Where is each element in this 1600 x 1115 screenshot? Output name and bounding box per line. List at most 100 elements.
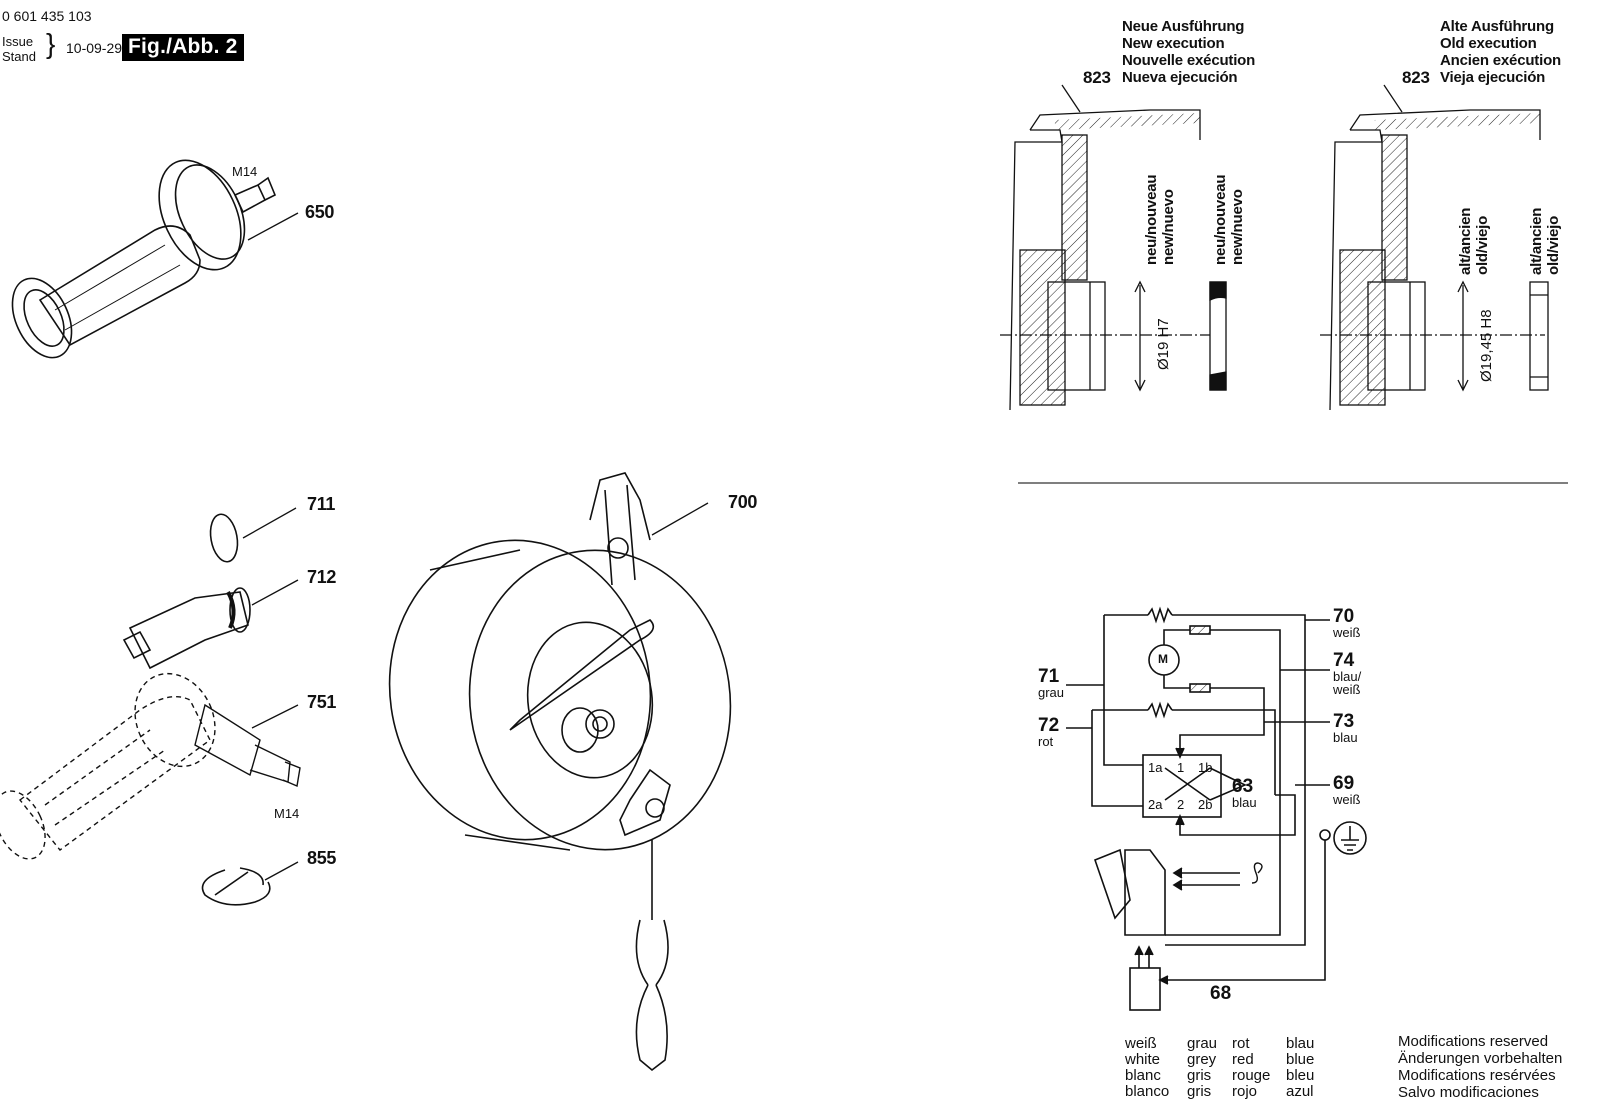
figure-label: Fig./Abb. 2 xyxy=(122,34,244,61)
wire-70-number: 70 xyxy=(1333,606,1355,627)
wire-63-number: 63 xyxy=(1232,776,1254,797)
modifications-es: Salvo modificaciones xyxy=(1398,1084,1539,1101)
wire-72-label: 72 rot xyxy=(1038,715,1060,749)
terminal-2b: 2b xyxy=(1198,797,1213,812)
legend-grey: grau grey gris gris xyxy=(1187,1036,1217,1100)
new-exec-es: Nueva ejecución xyxy=(1122,69,1238,86)
part-712-label: 712 xyxy=(307,567,337,587)
wire-71-color: grau xyxy=(1038,685,1065,700)
part-751-label: 751 xyxy=(307,692,337,712)
wire-70-label: 70 weiß xyxy=(1333,606,1361,640)
wire-74-label: 74 blau/ weiß xyxy=(1333,650,1362,696)
modifications-de: Änderungen vorbehalten xyxy=(1398,1050,1563,1067)
legend-blue-es: azul xyxy=(1286,1083,1314,1100)
circlip-drawing xyxy=(201,861,299,906)
legend-white: weiß white blanc blanco xyxy=(1125,1036,1169,1100)
new-execution-section xyxy=(1000,84,1227,411)
modifications-en: Modifications reserved xyxy=(1398,1033,1549,1050)
o-ring-drawing xyxy=(209,507,297,563)
modifications-fr: Modifications resérvées xyxy=(1398,1067,1556,1084)
adapter-drawing xyxy=(122,579,299,670)
new-ref-823: 823 xyxy=(1083,68,1111,87)
wire-63-color: blau xyxy=(1232,795,1257,810)
motor-symbol: M xyxy=(1158,652,1168,666)
new-label-a1: neu/nouveau xyxy=(1143,174,1160,265)
old-execution-title: Alte Ausführung Old execution Ancien exé… xyxy=(1440,18,1561,86)
old-label-b1: alt/ancien xyxy=(1528,207,1545,275)
issue-brace: } xyxy=(46,28,56,59)
legend-white-es: blanco xyxy=(1125,1083,1170,1100)
thread-label-bottom: M14 xyxy=(274,806,300,821)
old-exec-de: Alte Ausführung xyxy=(1440,18,1554,35)
wire-72-number: 72 xyxy=(1038,715,1060,736)
old-exec-fr: Ancien exécution xyxy=(1440,52,1561,69)
issue-date: 10-09-29 xyxy=(66,40,123,56)
legend-blue-fr: bleu xyxy=(1286,1067,1315,1084)
new-exec-en: New execution xyxy=(1122,35,1225,52)
wire-69-color: weiß xyxy=(1333,792,1361,807)
wiring-diagram xyxy=(1066,606,1367,1011)
part-711-label: 711 xyxy=(307,494,336,514)
wire-63-label: 63 blau xyxy=(1232,776,1257,810)
new-execution-title: Neue Ausführung New execution Nouvelle e… xyxy=(1122,18,1255,86)
terminal-1a: 1a xyxy=(1148,760,1163,775)
old-label-a: alt/ancien old/viejo xyxy=(1457,185,1491,275)
new-dimension: Ø19 H7 xyxy=(1155,318,1172,370)
old-exec-es: Vieja ejecución xyxy=(1440,69,1546,86)
legend-red-de: rot xyxy=(1232,1035,1250,1052)
wire-69-number: 69 xyxy=(1333,773,1355,794)
issue-label: Issue Stand xyxy=(2,34,36,64)
terminal-1: 1 xyxy=(1177,760,1185,775)
terminal-2a: 2a xyxy=(1148,797,1163,812)
issue-label-en: Issue xyxy=(2,34,34,49)
legend-grey-de: grau xyxy=(1187,1035,1218,1052)
wire-73-number: 73 xyxy=(1333,711,1355,732)
part-855-label: 855 xyxy=(307,848,337,868)
legend-blue: blau blue bleu azul xyxy=(1286,1036,1314,1100)
terminal-1b: 1b xyxy=(1198,760,1213,775)
legend-white-en: white xyxy=(1125,1051,1161,1068)
old-ref-823: 823 xyxy=(1402,68,1430,87)
terminal-2: 2 xyxy=(1177,797,1185,812)
legend-red-fr: rouge xyxy=(1232,1067,1271,1084)
wire-73-label: 73 blau xyxy=(1333,711,1358,745)
wire-71-number: 71 xyxy=(1038,666,1060,687)
legend-red-en: red xyxy=(1232,1051,1254,1068)
legend-grey-en: grey xyxy=(1187,1051,1217,1068)
old-label-b2: old/viejo xyxy=(1545,215,1562,275)
legend-grey-es: gris xyxy=(1187,1083,1212,1100)
modifications-notice: Modifications reserved Änderungen vorbeh… xyxy=(1398,1033,1562,1101)
new-label-b1: neu/nouveau xyxy=(1212,174,1229,265)
issue-label-de: Stand xyxy=(2,49,36,64)
legend-red: rot red rouge rojo xyxy=(1232,1036,1270,1100)
old-dimension: Ø19,45 H8 xyxy=(1478,309,1495,382)
part-650-label: 650 xyxy=(305,202,335,222)
wire-72-color: rot xyxy=(1038,734,1054,749)
wire-73-color: blau xyxy=(1333,730,1358,745)
old-label-a1: alt/ancien xyxy=(1457,207,1474,275)
new-label-a: neu/nouveau new/nuevo xyxy=(1143,155,1177,265)
old-execution-section xyxy=(1320,84,1549,411)
wire-71-label: 71 grau xyxy=(1038,666,1065,700)
new-label-b: neu/nouveau new/nuevo xyxy=(1212,155,1246,265)
legend-blue-en: blue xyxy=(1286,1051,1315,1068)
wire-74-number: 74 xyxy=(1333,650,1355,671)
wire-74-color-1: blau/ xyxy=(1333,669,1362,684)
wire-70-color: weiß xyxy=(1333,625,1361,640)
part-number: 0 601 435 103 xyxy=(2,8,92,24)
side-handle-drawing xyxy=(11,159,299,359)
balancer-drawing xyxy=(388,472,732,1072)
legend-red-es: rojo xyxy=(1232,1083,1258,1100)
wire-68-label: 68 xyxy=(1210,983,1232,1004)
old-exec-en: Old execution xyxy=(1440,35,1537,52)
new-label-a2: new/nuevo xyxy=(1160,189,1177,265)
new-label-b2: new/nuevo xyxy=(1229,189,1246,265)
part-700-label: 700 xyxy=(728,492,758,512)
legend-blue-de: blau xyxy=(1286,1035,1315,1052)
wire-69-label: 69 weiß xyxy=(1333,773,1361,807)
new-exec-fr: Nouvelle exécution xyxy=(1122,52,1256,69)
thread-label-top: M14 xyxy=(232,164,258,179)
old-label-a2: old/viejo xyxy=(1474,215,1491,275)
depth-handle-drawing xyxy=(0,672,301,860)
